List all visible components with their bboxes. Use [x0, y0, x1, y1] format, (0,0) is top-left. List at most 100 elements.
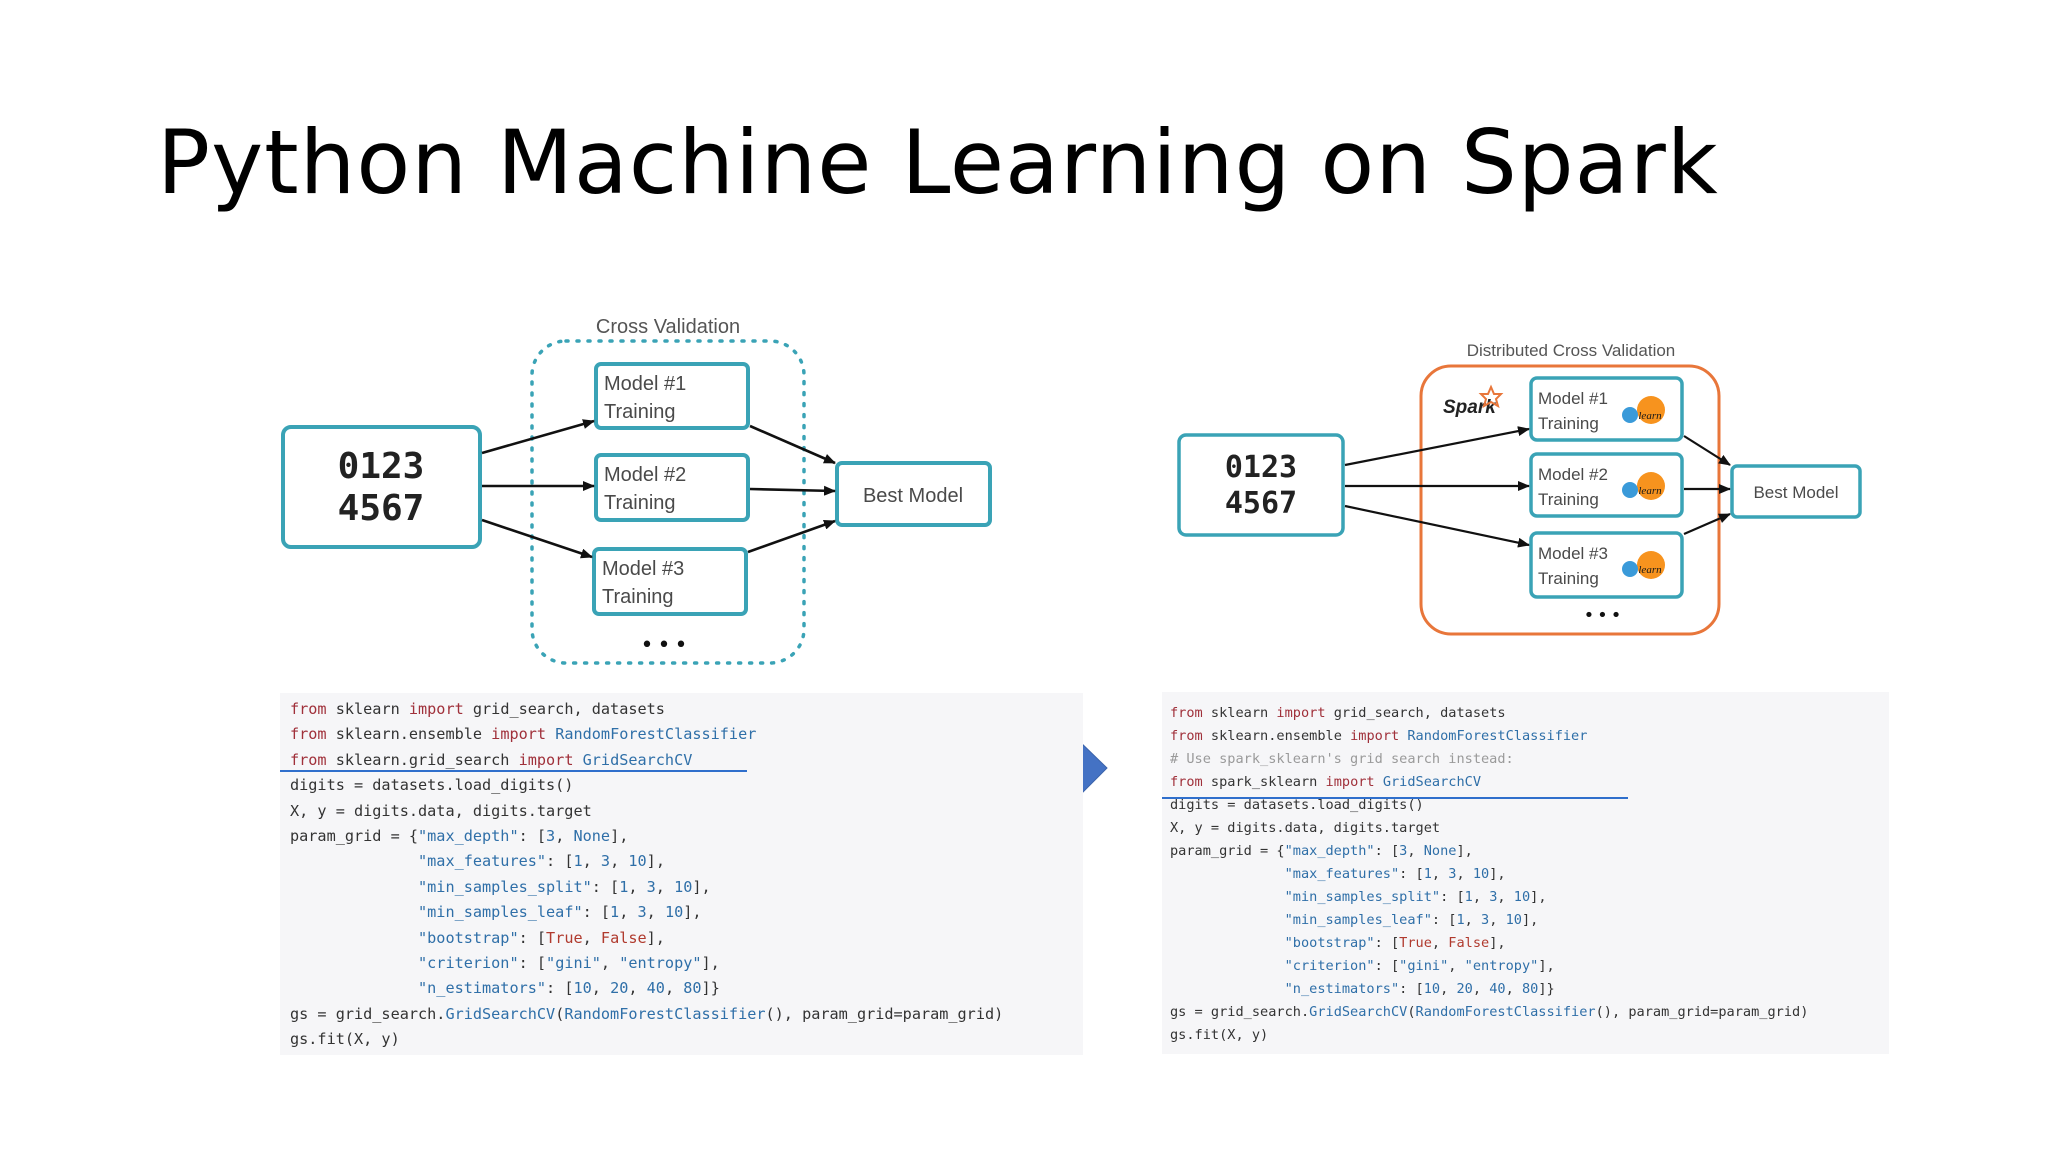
code-token: spark_sklearn	[1202, 774, 1326, 790]
code-token: ]}	[1538, 981, 1555, 997]
right-model-1-title: Model #1	[1538, 389, 1608, 408]
code-token: 3	[1481, 912, 1490, 928]
right-model-2-box	[1529, 452, 1684, 518]
code-token: X, y = digits.data, digits.target	[290, 801, 592, 820]
code-token: ,	[1489, 912, 1506, 928]
code-token: ],	[610, 827, 629, 846]
code-token: : [	[546, 979, 574, 998]
code-token: True	[546, 928, 583, 947]
code-token: from	[290, 750, 327, 769]
code-token: grid_search, datasets	[463, 700, 665, 718]
code-token: "bootstrap"	[418, 928, 519, 947]
right-arrow-model3-to-best	[1683, 512, 1731, 536]
code-token: 1	[1456, 912, 1465, 928]
right-digits-row2: 4567	[1225, 486, 1297, 521]
code-token: ],	[692, 877, 711, 896]
code-token: 10	[664, 903, 684, 922]
code-line: digits = datasets.load_digits()	[290, 773, 1083, 798]
code-token: ,	[1464, 912, 1482, 928]
left-best-model-label: Best Model	[863, 485, 963, 507]
code-token: sklearn	[1202, 705, 1277, 721]
code-token: RandomForestClassifier	[564, 1004, 766, 1023]
code-token: X, y = digits.data, digits.target	[1170, 820, 1441, 836]
code-token: True	[1399, 935, 1432, 951]
code-token: import	[1350, 728, 1400, 744]
code-token: ,	[646, 903, 665, 922]
left-arrow-model2-to-best	[749, 485, 836, 496]
code-token	[1170, 935, 1285, 951]
code-line: from spark_sklearn import GridSearchCV	[1170, 771, 1889, 794]
code-token: 3	[1448, 866, 1457, 882]
left-arrow-digits-to-model3	[481, 518, 593, 559]
code-token: : [	[1374, 935, 1400, 951]
code-token: ,	[555, 827, 574, 846]
code-token: "max_depth"	[418, 827, 519, 846]
code-token: import	[1276, 705, 1326, 721]
code-token: ],	[646, 928, 665, 947]
code-token: ,	[628, 979, 647, 998]
code-token	[1170, 981, 1285, 997]
code-token: gs.fit(X, y)	[290, 1030, 400, 1049]
code-token: ],	[1489, 935, 1506, 951]
code-line: gs.fit(X, y)	[290, 1027, 1083, 1052]
left-best-model-box	[835, 461, 992, 527]
code-token: 1	[1464, 889, 1473, 905]
code-token: 80	[1521, 981, 1539, 997]
code-line: from sklearn.ensemble import RandomFores…	[1170, 725, 1889, 748]
code-token: from	[1170, 728, 1203, 744]
left-arrows	[481, 419, 836, 559]
code-token	[290, 903, 418, 921]
code-line: "n_estimators": [10, 20, 40, 80]}	[290, 976, 1083, 1001]
code-token: False	[600, 928, 647, 947]
code-token: 10	[573, 979, 592, 998]
code-token: "max_depth"	[1284, 843, 1375, 859]
left-arrow-model1-to-best	[749, 424, 836, 465]
right-spark-cluster-group	[1419, 364, 1721, 636]
code-token: sklearn.ensemble	[1202, 728, 1351, 744]
code-token: from	[1170, 705, 1203, 721]
code-token: GridSearchCV	[582, 750, 693, 769]
code-token: 3	[637, 903, 647, 922]
code-line: gs = grid_search.GridSearchCV(RandomFore…	[290, 1002, 1083, 1027]
code-token: "n_estimators"	[1284, 981, 1400, 997]
code-line: gs.fit(X, y)	[1170, 1024, 1889, 1047]
code-line: "min_samples_split": [1, 3, 10],	[1170, 886, 1889, 909]
code-token: (), param_grid=param_grid)	[765, 1004, 1004, 1023]
code-token: ,	[1448, 958, 1465, 974]
code-line: from sklearn.grid_search import GridSear…	[290, 748, 1083, 773]
right-digits-row1: 0123	[1225, 450, 1297, 485]
code-token: ,	[619, 903, 638, 922]
right-ellipsis: •••	[1584, 605, 1625, 626]
code-token: import	[408, 700, 464, 718]
code-token: import	[518, 750, 574, 769]
code-token: "entropy"	[619, 954, 702, 973]
code-token	[1170, 889, 1285, 905]
code-token: "gini"	[546, 954, 601, 973]
code-token: RandomForestClassifier	[1407, 728, 1588, 744]
code-token: : [	[582, 903, 611, 922]
code-line: "max_features": [1, 3, 10],	[1170, 863, 1889, 886]
code-token: ,	[582, 852, 601, 871]
code-token: 20	[1456, 981, 1473, 997]
code-token: import	[491, 725, 547, 744]
sklearn-logo-text: learn	[1638, 564, 1662, 576]
code-panel-sklearn: from sklearn import grid_search, dataset…	[280, 693, 1083, 1055]
code-token	[290, 929, 418, 947]
left-cross-validation-label: Cross Validation	[596, 316, 740, 338]
left-model-3-title: Model #3	[602, 558, 684, 580]
code-token: "max_features"	[418, 852, 547, 871]
import-underline-left	[280, 770, 747, 772]
code-token: 10	[1505, 912, 1522, 928]
code-token: : [	[1440, 889, 1465, 905]
code-token: ],	[1538, 958, 1555, 974]
code-token: : [	[518, 827, 547, 846]
code-line: param_grid = {"max_depth": [3, None],	[290, 824, 1083, 849]
right-model-2-title: Model #2	[1538, 465, 1608, 484]
code-token: ,	[1472, 889, 1490, 905]
code-token: 3	[1399, 843, 1408, 859]
code-token	[1170, 958, 1285, 974]
code-line: "criterion": ["gini", "entropy"],	[290, 951, 1083, 976]
code-token	[290, 852, 418, 870]
code-token: import	[1325, 774, 1375, 790]
right-arrows	[1344, 426, 1731, 548]
